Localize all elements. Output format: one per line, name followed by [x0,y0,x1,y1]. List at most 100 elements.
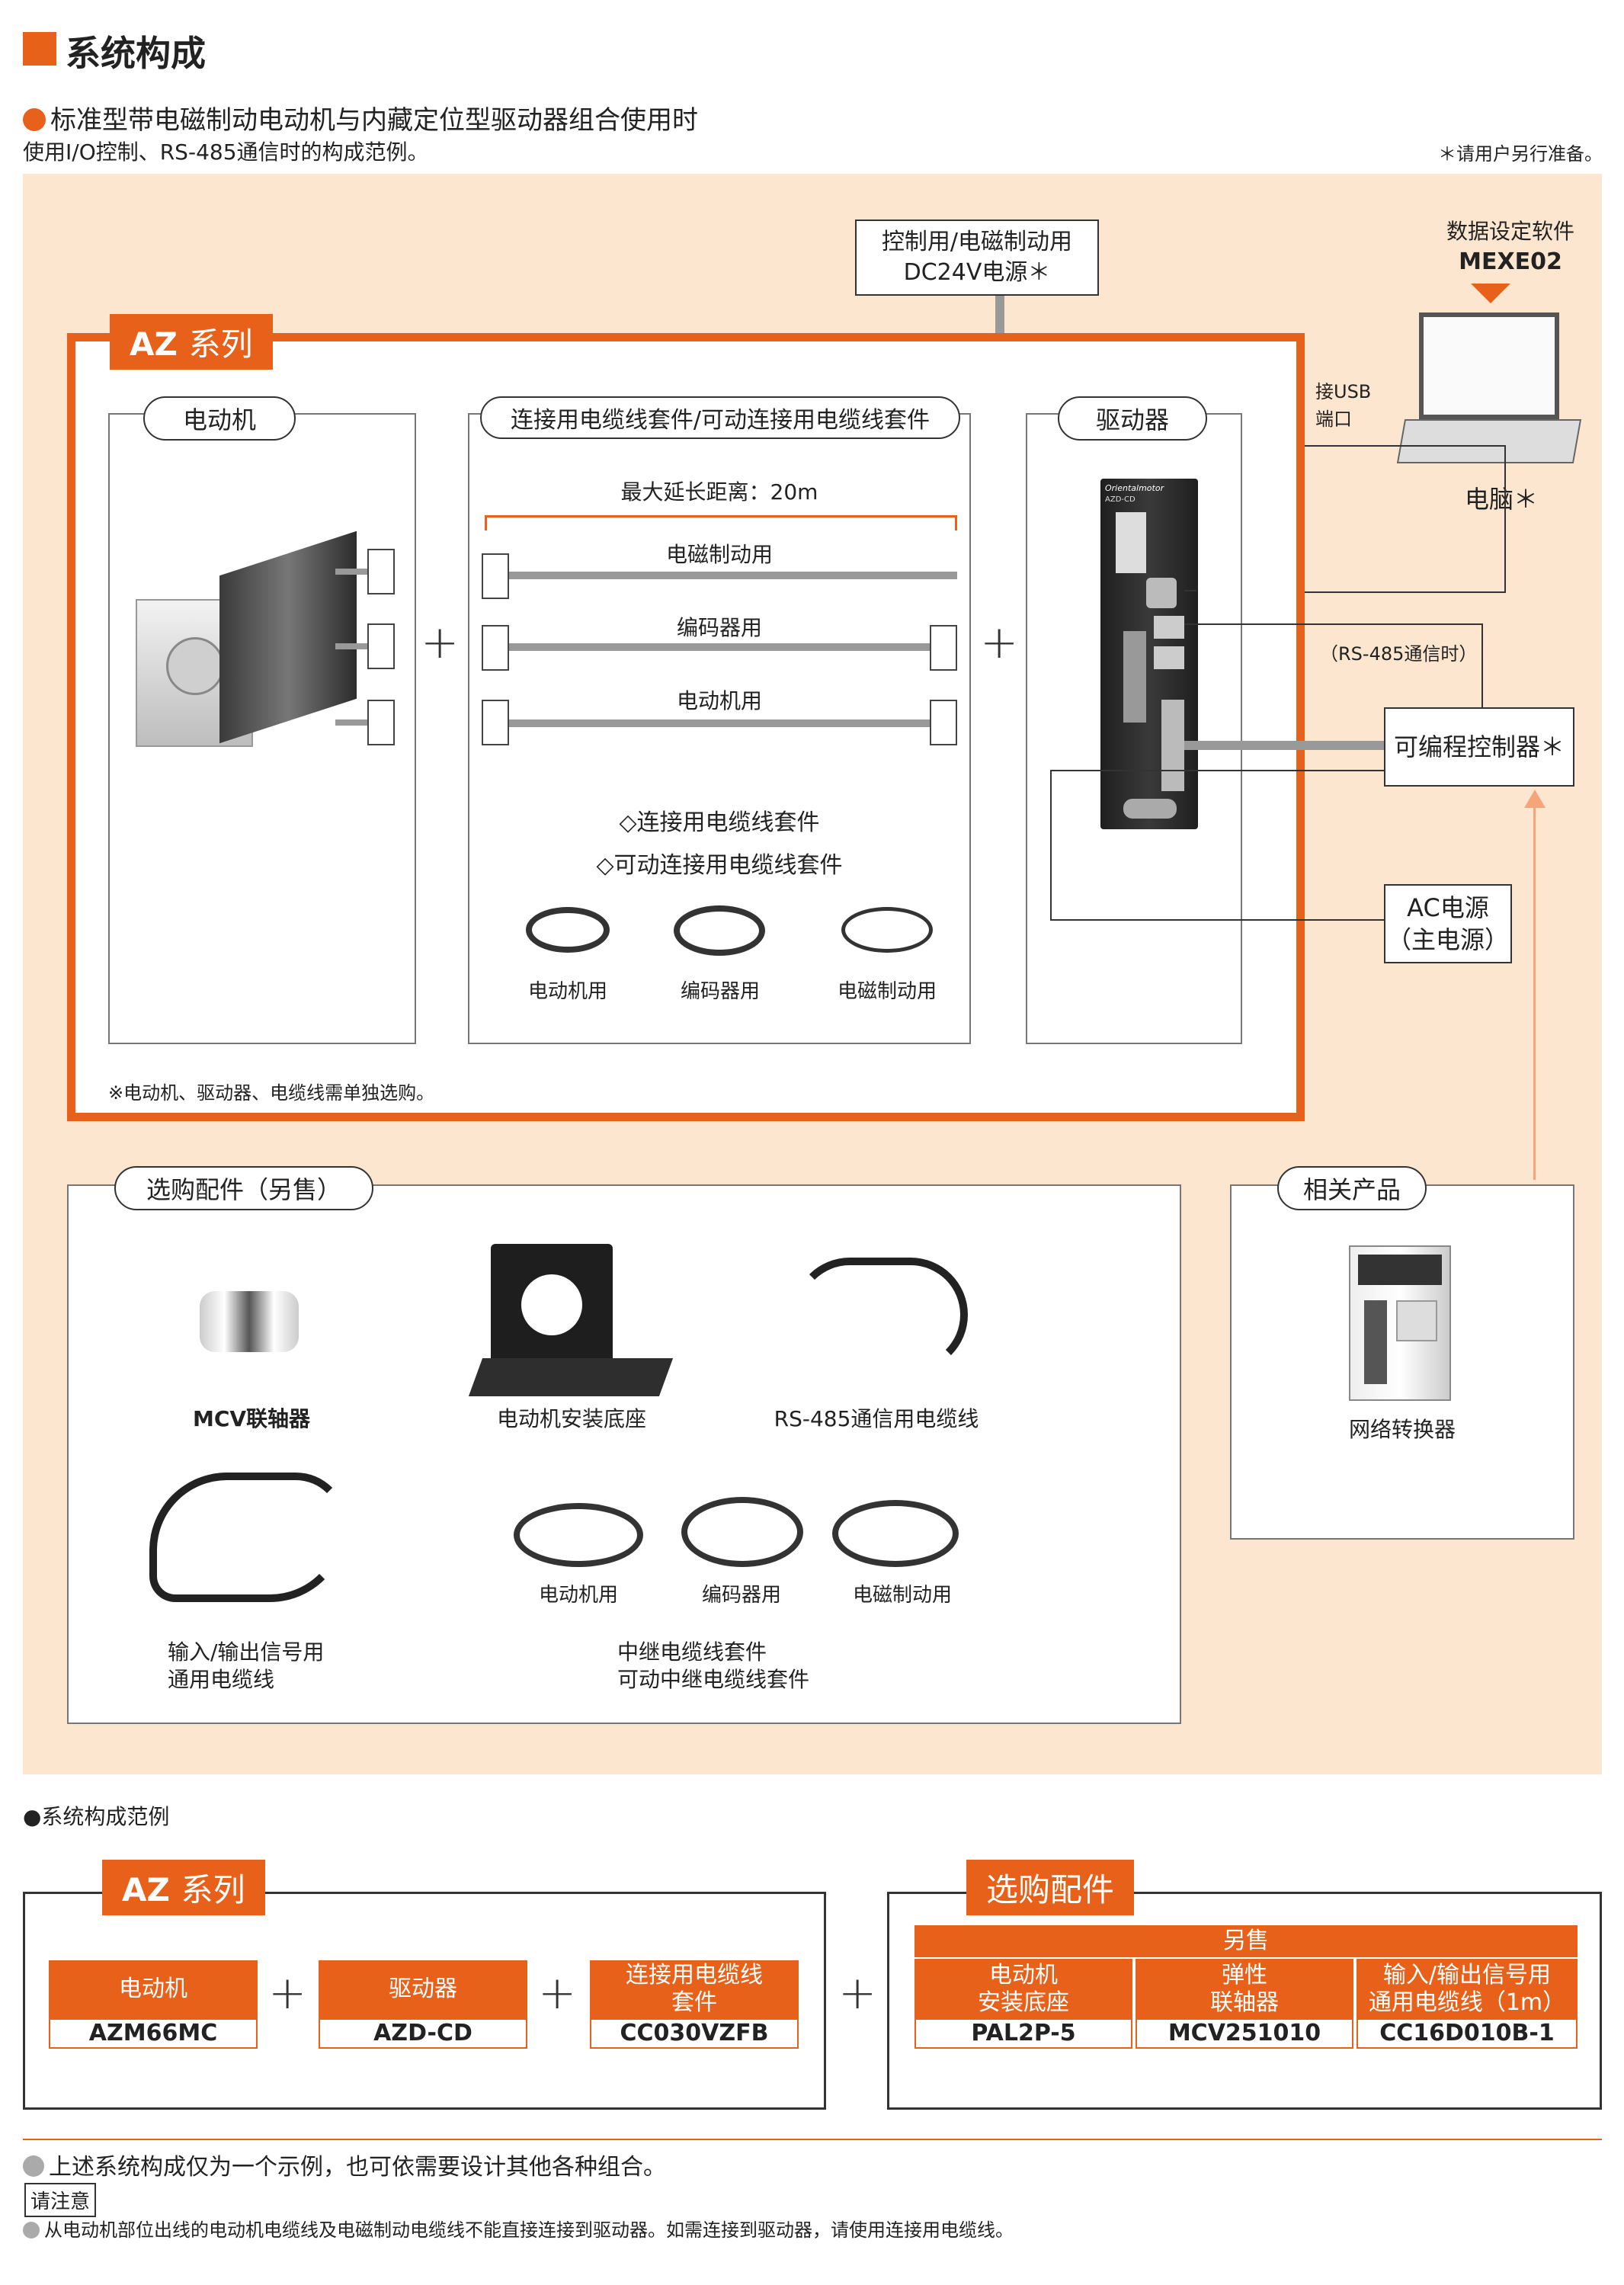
title-square-icon [23,32,56,66]
example-option-header: 另售 [915,1925,1578,1957]
io-cable-line1: 输入/输出信号用 [168,1639,325,1665]
cable-encoder-wire [509,643,930,651]
cable-icon-label-brake: 电磁制动用 [837,980,937,1003]
motor-title: 电动机 [143,396,296,441]
motor-lead-2 [335,643,367,649]
footer-note1: 上述系统构成仅为一个示例，也可依需要设计其他各种组合。 [23,2148,666,2181]
relay-label-brake: 电磁制动用 [852,1584,952,1607]
plus-icon: + [538,1966,577,2020]
cable-encoder-connector-l [482,625,509,671]
driver-model: AZD-CD [1105,495,1136,504]
subtitle: 标准型带电磁制动电动机与内藏定位型驱动器组合使用时 [23,99,698,136]
dc24v-line2: DC24V电源＊ [903,259,1051,286]
cable-kit-option-1: ◇连接用电缆线套件 [619,809,820,836]
usb-wire-short [1184,590,1196,591]
accessories-title: 选购配件（另售） [114,1166,373,1210]
accessory-rs485-cable: RS-485通信用电缆线 [774,1406,979,1431]
rs485-cable-icon [793,1258,968,1372]
cable-row-brake: 电磁制动用 [665,542,773,567]
motor-image [136,530,357,752]
accessories-panel [67,1184,1181,1724]
cable-motor-connector-l [482,700,509,745]
motor-lead-1 [335,569,367,575]
example-value-cable: CC030VZFB [590,2018,799,2049]
ac-power-line2: （主电源） [1386,925,1509,954]
max-length: 最大延长距离：20m [620,479,818,505]
cable-motor-connector-r [930,700,957,745]
accessory-motor-mount: 电动机安装底座 [496,1406,646,1431]
motor-connector-2 [367,623,395,669]
example-label-cable: 连接用电缆线 套件 [590,1960,799,2018]
cable-brake-wire [509,572,957,579]
software-title: 数据设定软件 [1446,219,1574,244]
coupling-icon [200,1291,299,1352]
bullet-icon [23,2222,40,2239]
cable-row-encoder: 编码器用 [676,615,762,640]
network-converter-icon [1349,1245,1451,1401]
example-label-mount: 电动机 安装底座 [915,1959,1132,2018]
cable-row-motor: 电动机用 [676,688,762,713]
example-value-mount: PAL2P-5 [915,2018,1132,2049]
software-name: MEXE02 [1459,248,1562,275]
rs485-label: （RS-485通信时） [1320,643,1478,665]
ac-power-line1: AC电源 [1407,893,1489,922]
relay-kit-line1: 中继电缆线套件 [617,1639,767,1665]
relay-cable-icon [832,1500,959,1567]
footer-note2: 从电动机部位出线的电动机电缆线及电磁制动电缆线不能直接连接到驱动器。如需连接到驱… [23,2215,1014,2242]
relay-cable-icon [681,1497,803,1567]
usb-wire [1184,445,1506,593]
plus-icon: + [980,616,1019,669]
down-arrow-icon [1471,284,1510,303]
motor-connector-3 [367,700,395,745]
plc-wire [1184,741,1384,750]
rs485-wire [1184,623,1483,707]
relay-cable-icon [514,1503,643,1567]
example-label-io-cable: 输入/输出信号用 通用电缆线（1m） [1357,1959,1578,2018]
driver-brand: Orientalmotor [1105,483,1164,493]
cable-motor-wire [509,719,930,727]
ac-wire [1050,770,1385,921]
motor-connector-1 [367,549,395,594]
user-note: ＊请用户另行准备。 [1438,143,1603,165]
io-cable-icon [149,1473,348,1602]
pc-label: 电脑＊ [1464,485,1538,514]
dc24v-power-box: 控制用/电磁制动用 DC24V电源＊ [855,220,1099,296]
laptop-icon [1396,308,1582,476]
example-heading: ●系统构成范例 [23,1804,170,1829]
cable-encoder-connector-r [930,625,957,671]
page-title: 系统构成 [66,33,206,74]
usb-label-2: 端口 [1315,409,1352,430]
az-series-tag: AZ 系列 [110,314,273,370]
relay-label-encoder: 编码器用 [701,1584,781,1607]
cable-icon-label-encoder: 编码器用 [680,980,760,1003]
az-note: ※电动机、驱动器、电缆线需单独选购。 [108,1082,435,1104]
motor-lead-3 [335,719,367,726]
example-value-io-cable: CC16D010B-1 [1357,2018,1578,2049]
cable-kit-option-2: ◇可动连接用电缆线套件 [596,852,843,879]
example-label-driver: 驱动器 [319,1960,527,2018]
plus-icon: + [421,616,460,669]
length-bracket [485,515,957,530]
relay-label-motor: 电动机用 [538,1584,618,1607]
ac-power-box: AC电源 （主电源） [1384,884,1512,963]
example-value-motor: AZM66MC [49,2018,258,2049]
example-value-driver: AZD-CD [319,2018,527,2049]
usb-label-1: 接USB [1315,381,1372,402]
related-title: 相关产品 [1277,1166,1427,1210]
accessory-coupling: MCV联轴器 [192,1406,311,1431]
cable-icon-label-motor: 电动机用 [527,980,607,1003]
example-label-coupling: 弹性 联轴器 [1136,1959,1353,2018]
cable-title: 连接用电缆线套件/可动连接用电缆线套件 [480,396,960,439]
plus-icon: + [268,1966,307,2020]
up-arrow-line [1533,806,1536,1180]
cable-coil-icon [526,907,610,953]
motor-mount-icon [468,1244,674,1396]
example-label-motor: 电动机 [49,1960,258,2018]
relay-kit-line2: 可动中继电缆线套件 [617,1667,810,1692]
example-az-tag: AZ 系列 [102,1860,265,1915]
footer-divider [23,2139,1602,2140]
cable-brake-connector [482,553,509,599]
dc24v-line1: 控制用/电磁制动用 [881,229,1073,255]
caution-tag: 请注意 [24,2183,97,2217]
example-option-tag: 选购配件 [966,1860,1135,1915]
